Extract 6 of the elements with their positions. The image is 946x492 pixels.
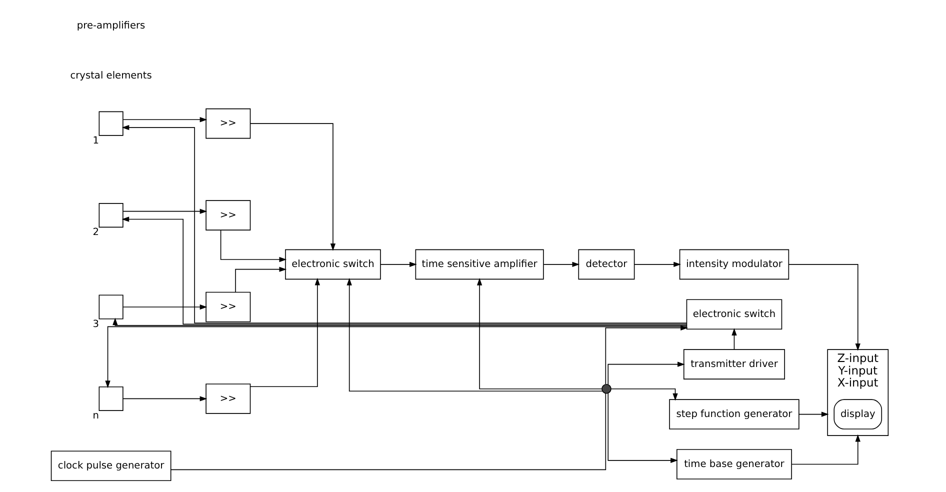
node-label: n bbox=[92, 410, 100, 422]
node-label: 3 bbox=[92, 318, 100, 330]
label: pre-amplifiers bbox=[76, 20, 146, 32]
node-label: 1 bbox=[92, 135, 100, 146]
label: crystal elements bbox=[70, 70, 152, 82]
node-label: 2 bbox=[92, 227, 100, 238]
